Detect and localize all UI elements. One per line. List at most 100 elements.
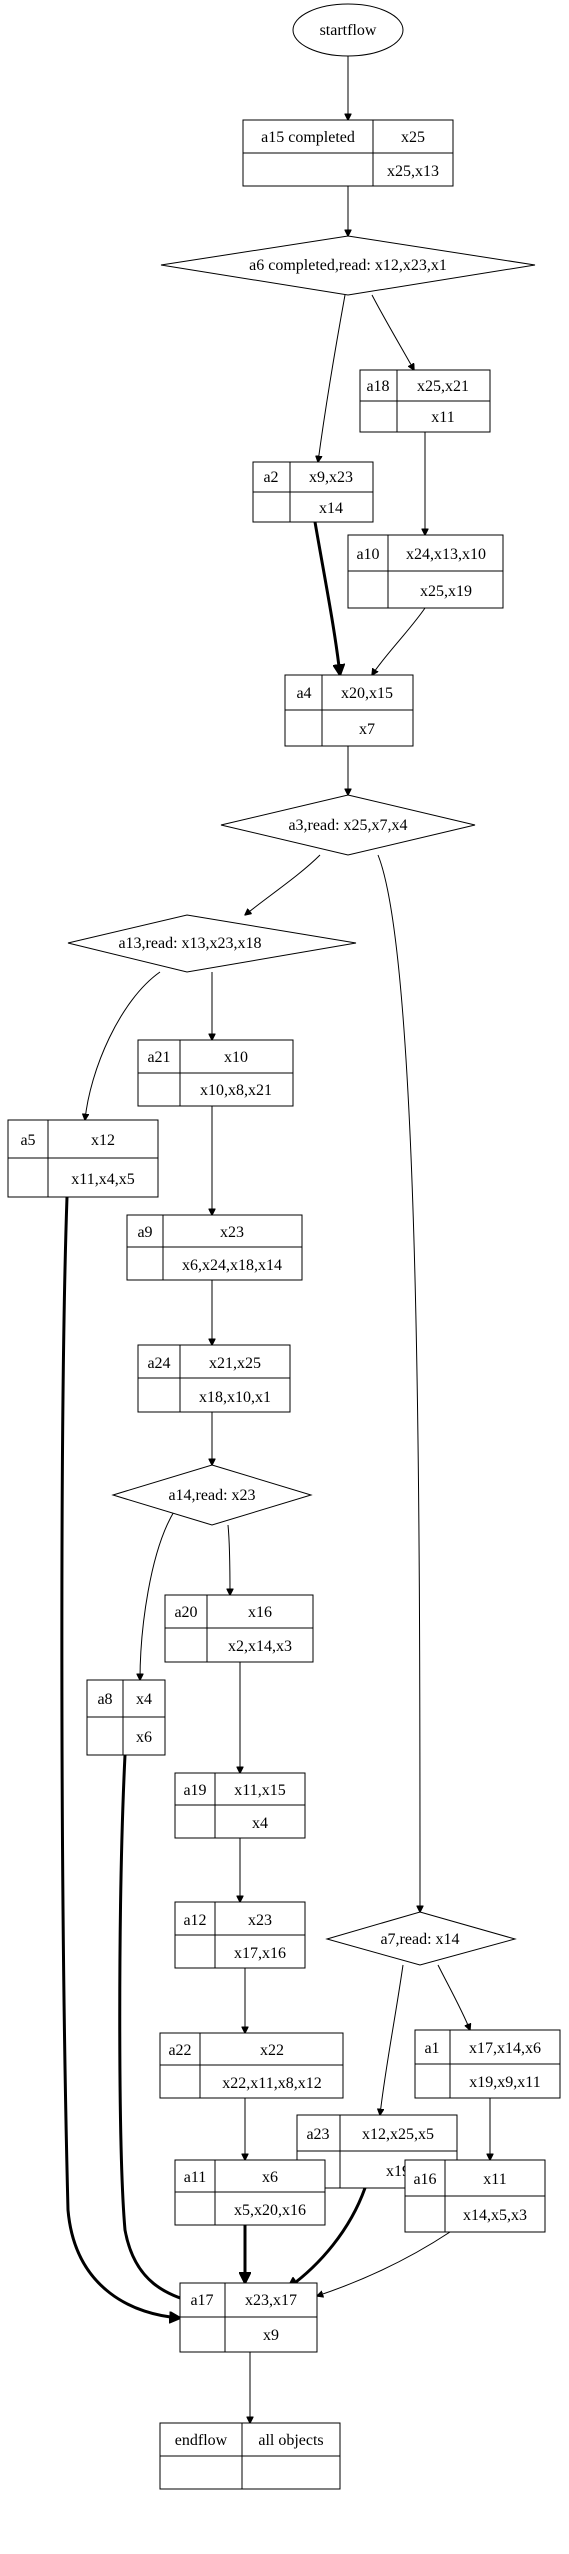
edge-a14-a20 [228,1524,230,1595]
activity-reads: x7 [359,721,375,738]
start-node: startflow [292,3,404,57]
end-value: all objects [258,2432,323,2449]
activity-writes: x11 [483,2171,506,2188]
edge-a8-a17 [118,1754,195,2303]
activity-id: a8 [97,1691,112,1708]
activity-a15: a15 completed x25 x25,x13 [242,119,454,187]
activity-writes: x22 [260,2042,284,2059]
activity-writes: x25 [401,129,425,146]
edges [60,56,490,2423]
activity-id: a15 completed [261,129,355,146]
decision-label: a3,read: x25,x7,x4 [288,817,407,834]
activity-writes: x12 [91,1132,115,1149]
decision-label: a14,read: x23 [168,1487,255,1504]
activity-a18: a18 x25,x21 x11 [359,369,491,433]
activity-reads: x11,x4,x5 [71,1171,134,1188]
decision-label: a6 completed,read: x12,x23,x1 [249,257,447,274]
activity-writes: x4 [136,1691,152,1708]
decision-a6: a6 completed,read: x12,x23,x1 [160,235,536,296]
edge-a3-a13 [245,854,321,915]
activity-id: a22 [168,2042,191,2059]
activity-reads: x10,x8,x21 [200,1082,272,1099]
activity-reads: x19,x9,x11 [469,2074,540,2091]
edge-a6-a18 [371,294,414,370]
activity-reads: x25,x13 [387,163,439,180]
activity-id: a11 [184,2169,207,2186]
activity-writes: x9,x23 [309,469,353,486]
activity-reads: x6,x24,x18,x14 [182,1257,282,1274]
activity-a19: a19 x11,x15 x4 [174,1772,306,1839]
end-node: endflow all objects [159,2422,341,2490]
activity-writes: x6 [262,2169,278,2186]
activity-reads: x18,x10,x1 [199,1389,271,1406]
activity-writes: x10 [224,1049,248,1066]
activity-reads: x19 [386,2163,410,2180]
activity-writes: x23,x17 [245,2292,297,2309]
edge-a7-a23 [380,1964,404,2115]
edge-a23-a17 [288,2187,367,2288]
edge-a3-a7 [377,854,420,1912]
activity-writes: x11,x15 [234,1782,285,1799]
end-label: endflow [175,2432,228,2449]
activity-a17: a17 x23,x17 x9 [179,2282,318,2353]
decision-a14: a14,read: x23 [111,1464,313,1526]
activity-reads: x22,x11,x8,x12 [222,2075,321,2092]
decision-label: a7,read: x14 [380,1931,459,1948]
activity-id: a20 [174,1604,197,1621]
activity-writes: x12,x25,x5 [362,2126,434,2143]
activity-reads: x6 [136,1729,152,1746]
edge-a5-a17 [60,1196,180,2318]
activity-writes: x17,x14,x6 [469,2040,541,2057]
activity-id: a16 [413,2171,436,2188]
activity-a12: a12 x23 x17,x16 [174,1901,306,1969]
activity-a24: a24 x21,x25 x18,x10,x1 [137,1344,291,1413]
activity-reads: x17,x16 [234,1945,286,1962]
activity-a16: a16 x11 x14,x5,x3 [404,2159,546,2233]
activity-id: a1 [424,2040,439,2057]
activity-reads: x4 [252,1815,268,1832]
edge-a13-a5 [85,971,161,1120]
edge-a14-a8 [140,1509,176,1680]
decision-a3: a3,read: x25,x7,x4 [220,794,476,856]
activity-id: a9 [137,1224,152,1241]
activity-id: a18 [366,378,389,395]
activity-reads: x9 [263,2327,279,2344]
activity-a1: a1 x17,x14,x6 x19,x9,x11 [414,2029,561,2099]
decision-label: a13,read: x13,x23,x18 [118,935,261,952]
activity-reads: x14 [319,500,343,517]
activity-writes: x16 [248,1604,272,1621]
activity-a2: a2 x9,x23 x14 [252,461,374,523]
activity-writes: x23 [248,1912,272,1929]
decision-a13: a13,read: x13,x23,x18 [67,914,357,973]
activity-a21: a21 x10 x10,x8,x21 [137,1039,294,1107]
decision-a7: a7,read: x14 [325,1911,517,1966]
activity-id: a2 [263,469,278,486]
activity-reads: x2,x14,x3 [228,1638,292,1655]
activity-writes: x23 [220,1224,244,1241]
activity-id: a23 [306,2126,329,2143]
activity-writes: x25,x21 [417,378,469,395]
activity-a10: a10 x24,x13,x10 x25,x19 [347,534,504,609]
edge-a2-a4 [313,521,340,675]
activity-id: a5 [20,1132,35,1149]
activity-reads: x5,x20,x16 [234,2202,306,2219]
activity-a8: a8 x4 x6 [86,1679,166,1756]
activity-id: a12 [183,1912,206,1929]
activity-a4: a4 x20,x15 x7 [284,674,414,747]
activity-id: a17 [190,2292,213,2309]
activity-reads: x14,x5,x3 [463,2207,527,2224]
activity-id: a24 [147,1355,170,1372]
activity-a20: a20 x16 x2,x14,x3 [164,1594,314,1663]
activity-id: a4 [296,685,311,702]
activity-reads: x25,x19 [420,583,472,600]
activity-id: a10 [356,546,379,563]
activity-id: a21 [147,1049,170,1066]
activity-a11: a11 x6 x5,x20,x16 [174,2159,326,2226]
edge-a16-a17 [317,2231,451,2296]
activity-reads: x11 [431,409,454,426]
activity-writes: x21,x25 [209,1355,261,1372]
edge-a7-a1 [437,1964,470,2030]
activity-a5: a5 x12 x11,x4,x5 [7,1119,159,1198]
edge-a6-a2 [318,294,346,462]
